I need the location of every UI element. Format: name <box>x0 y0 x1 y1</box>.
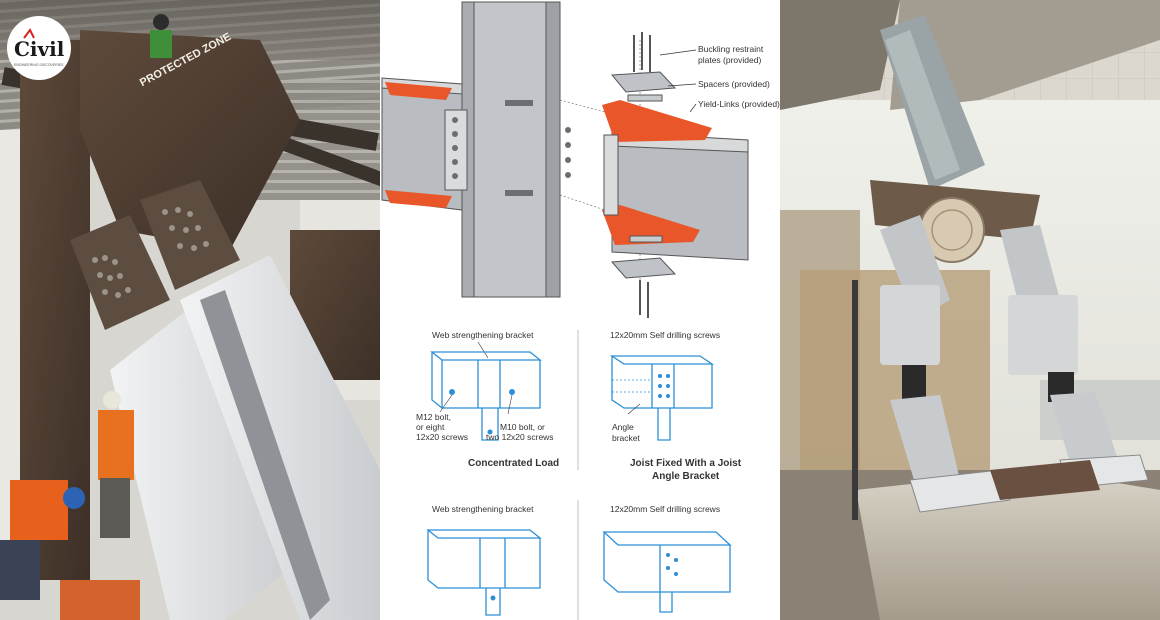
base-plates <box>909 454 1149 513</box>
callout-spacers: Spacers (provided) <box>698 79 770 89</box>
bolted-gusset-plates <box>70 180 240 330</box>
panel-b-caption-2: Angle Bracket <box>652 471 720 482</box>
panel-a-right-label-1: M10 bolt, or <box>500 422 545 432</box>
panel-a-caption: Concentrated Load <box>468 458 559 469</box>
panel-b-left-label-2: bracket <box>612 433 641 443</box>
connection-bolts <box>452 100 571 196</box>
steel-connection-diagram: Buckling restraint plates (provided) Spa… <box>380 0 780 620</box>
photo-right-seismic-bearing <box>780 0 1160 620</box>
panel-d-top-label: 12x20mm Self drilling screws <box>610 504 720 514</box>
right-beam <box>602 100 749 261</box>
callout-buckling-line2: plates (provided) <box>698 55 761 65</box>
panel-joist-angle-bracket: 12x20mm Self drilling screws Angle brack… <box>609 330 742 482</box>
anchor-bolts <box>633 32 651 318</box>
white-brace-members <box>110 255 380 620</box>
wrapped-upper-column <box>880 15 985 190</box>
civil-engineering-logo: Civil ENGINEERING DISCOVERIES <box>7 16 71 80</box>
photo-left-steel-frame: PROTECTED ZONE <box>0 0 390 620</box>
left-beam <box>381 77 468 211</box>
panel-a-left-label-1: M12 bolt, <box>416 412 451 422</box>
panel-c-top-label: Web strengthening bracket <box>432 504 534 514</box>
yield-link-bottom <box>602 205 700 245</box>
construction-workers <box>0 391 140 620</box>
logo-sub-text: ENGINEERING DISCOVERIES <box>14 63 64 67</box>
callout-buckling-line1: Buckling restraint <box>698 44 764 54</box>
panel-a-right-label-2: two 12x20 screws <box>486 432 554 442</box>
buckling-restraint-plates <box>610 71 677 279</box>
panel-concentrated-load: Web strengthening bracket M12 bolt, or e… <box>416 330 559 469</box>
steel-column <box>461 1 561 298</box>
panel-a-top-label: Web strengthening bracket <box>432 330 534 340</box>
logo-brand-text: Civil <box>14 37 65 61</box>
diagram-callouts: Buckling restraint plates (provided) Spa… <box>659 44 780 113</box>
panel-b-left-label-1: Angle <box>612 422 634 432</box>
panel-a-left-label-2: or eight <box>416 422 445 432</box>
panel-web-bracket-lower: Web strengthening bracket <box>426 504 542 616</box>
callout-yield-links: Yield-Links (provided) <box>698 99 780 109</box>
panel-a-left-label-3: 12x20 screws <box>416 432 468 442</box>
yield-link-top <box>602 100 712 142</box>
panel-b-caption-1: Joist Fixed With a Joist <box>630 458 742 469</box>
panel-b-top-label: 12x20mm Self drilling screws <box>610 330 720 340</box>
panel-self-drilling-lower: 12x20mm Self drilling screws <box>602 504 732 613</box>
